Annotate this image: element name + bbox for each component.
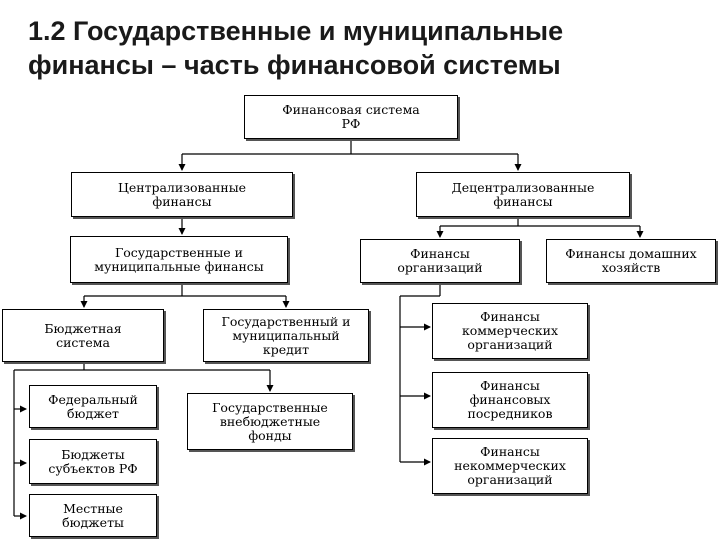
node-household: Финансы домашних хозяйств — [546, 239, 716, 283]
node-commercial: Финансы коммерческих организаций — [432, 303, 588, 359]
node-state-municipal: Государственные и муниципальные финансы — [70, 236, 288, 283]
node-intermediaries: Финансы финансовых посредников — [432, 372, 588, 428]
title-line-1: 1.2 Государственные и муниципальные — [28, 16, 564, 46]
node-fin-system: Финансовая система РФ — [244, 95, 458, 139]
slide-title: 1.2 Государственные и муниципальные фина… — [28, 14, 708, 82]
node-org-finance: Финансы организаций — [360, 239, 520, 283]
node-decentralized: Децентрализованные финансы — [416, 172, 630, 217]
node-regional: Бюджеты субъектов РФ — [29, 439, 157, 484]
node-noncommercial: Финансы некоммерческих организаций — [432, 438, 588, 494]
node-centralized: Централизованные финансы — [71, 172, 293, 217]
node-budget-system: Бюджетная система — [2, 309, 164, 362]
node-state-credit: Государственный и муниципальный кредит — [203, 309, 369, 362]
node-federal: Федеральный бюджет — [29, 385, 157, 428]
node-local: Местные бюджеты — [29, 494, 157, 537]
title-line-2: финансы – часть финансовой системы — [28, 50, 561, 80]
node-extrabudget: Государственные внебюджетные фонды — [187, 393, 353, 450]
